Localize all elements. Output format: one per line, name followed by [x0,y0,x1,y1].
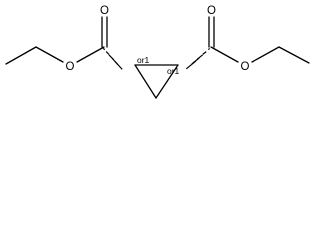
bond-ring-left-bottom [134,64,157,99]
bond-right-carbonyl-carbon-ester-oxygen [210,46,239,63]
bond-ring-right-bottom [155,64,179,99]
bond-right-ch2-methyl [278,46,310,64]
hashed-wedge-bond-left [102,47,123,70]
bond-left-methyl-ch2 [5,46,37,65]
atom-label-ester-oxygen-left: O [66,61,75,73]
atom-label-ester-oxygen-right: O [241,61,250,73]
atom-label-carbonyl-oxygen-left: O [100,5,109,17]
hashed-wedge-bond-right [185,47,211,70]
molecule-structure-diagram: O O O O or1 or1 [5,5,310,99]
stereo-label-right: or1 [167,66,180,76]
stereo-label-left: or1 [137,55,150,65]
bond-left-ester-oxygen-carbonyl-carbon [76,46,105,63]
bond-right-ester-oxygen-ch2 [251,46,280,63]
atom-label-carbonyl-oxygen-right: O [207,5,216,17]
bond-left-ch2-ester-oxygen [35,46,64,63]
